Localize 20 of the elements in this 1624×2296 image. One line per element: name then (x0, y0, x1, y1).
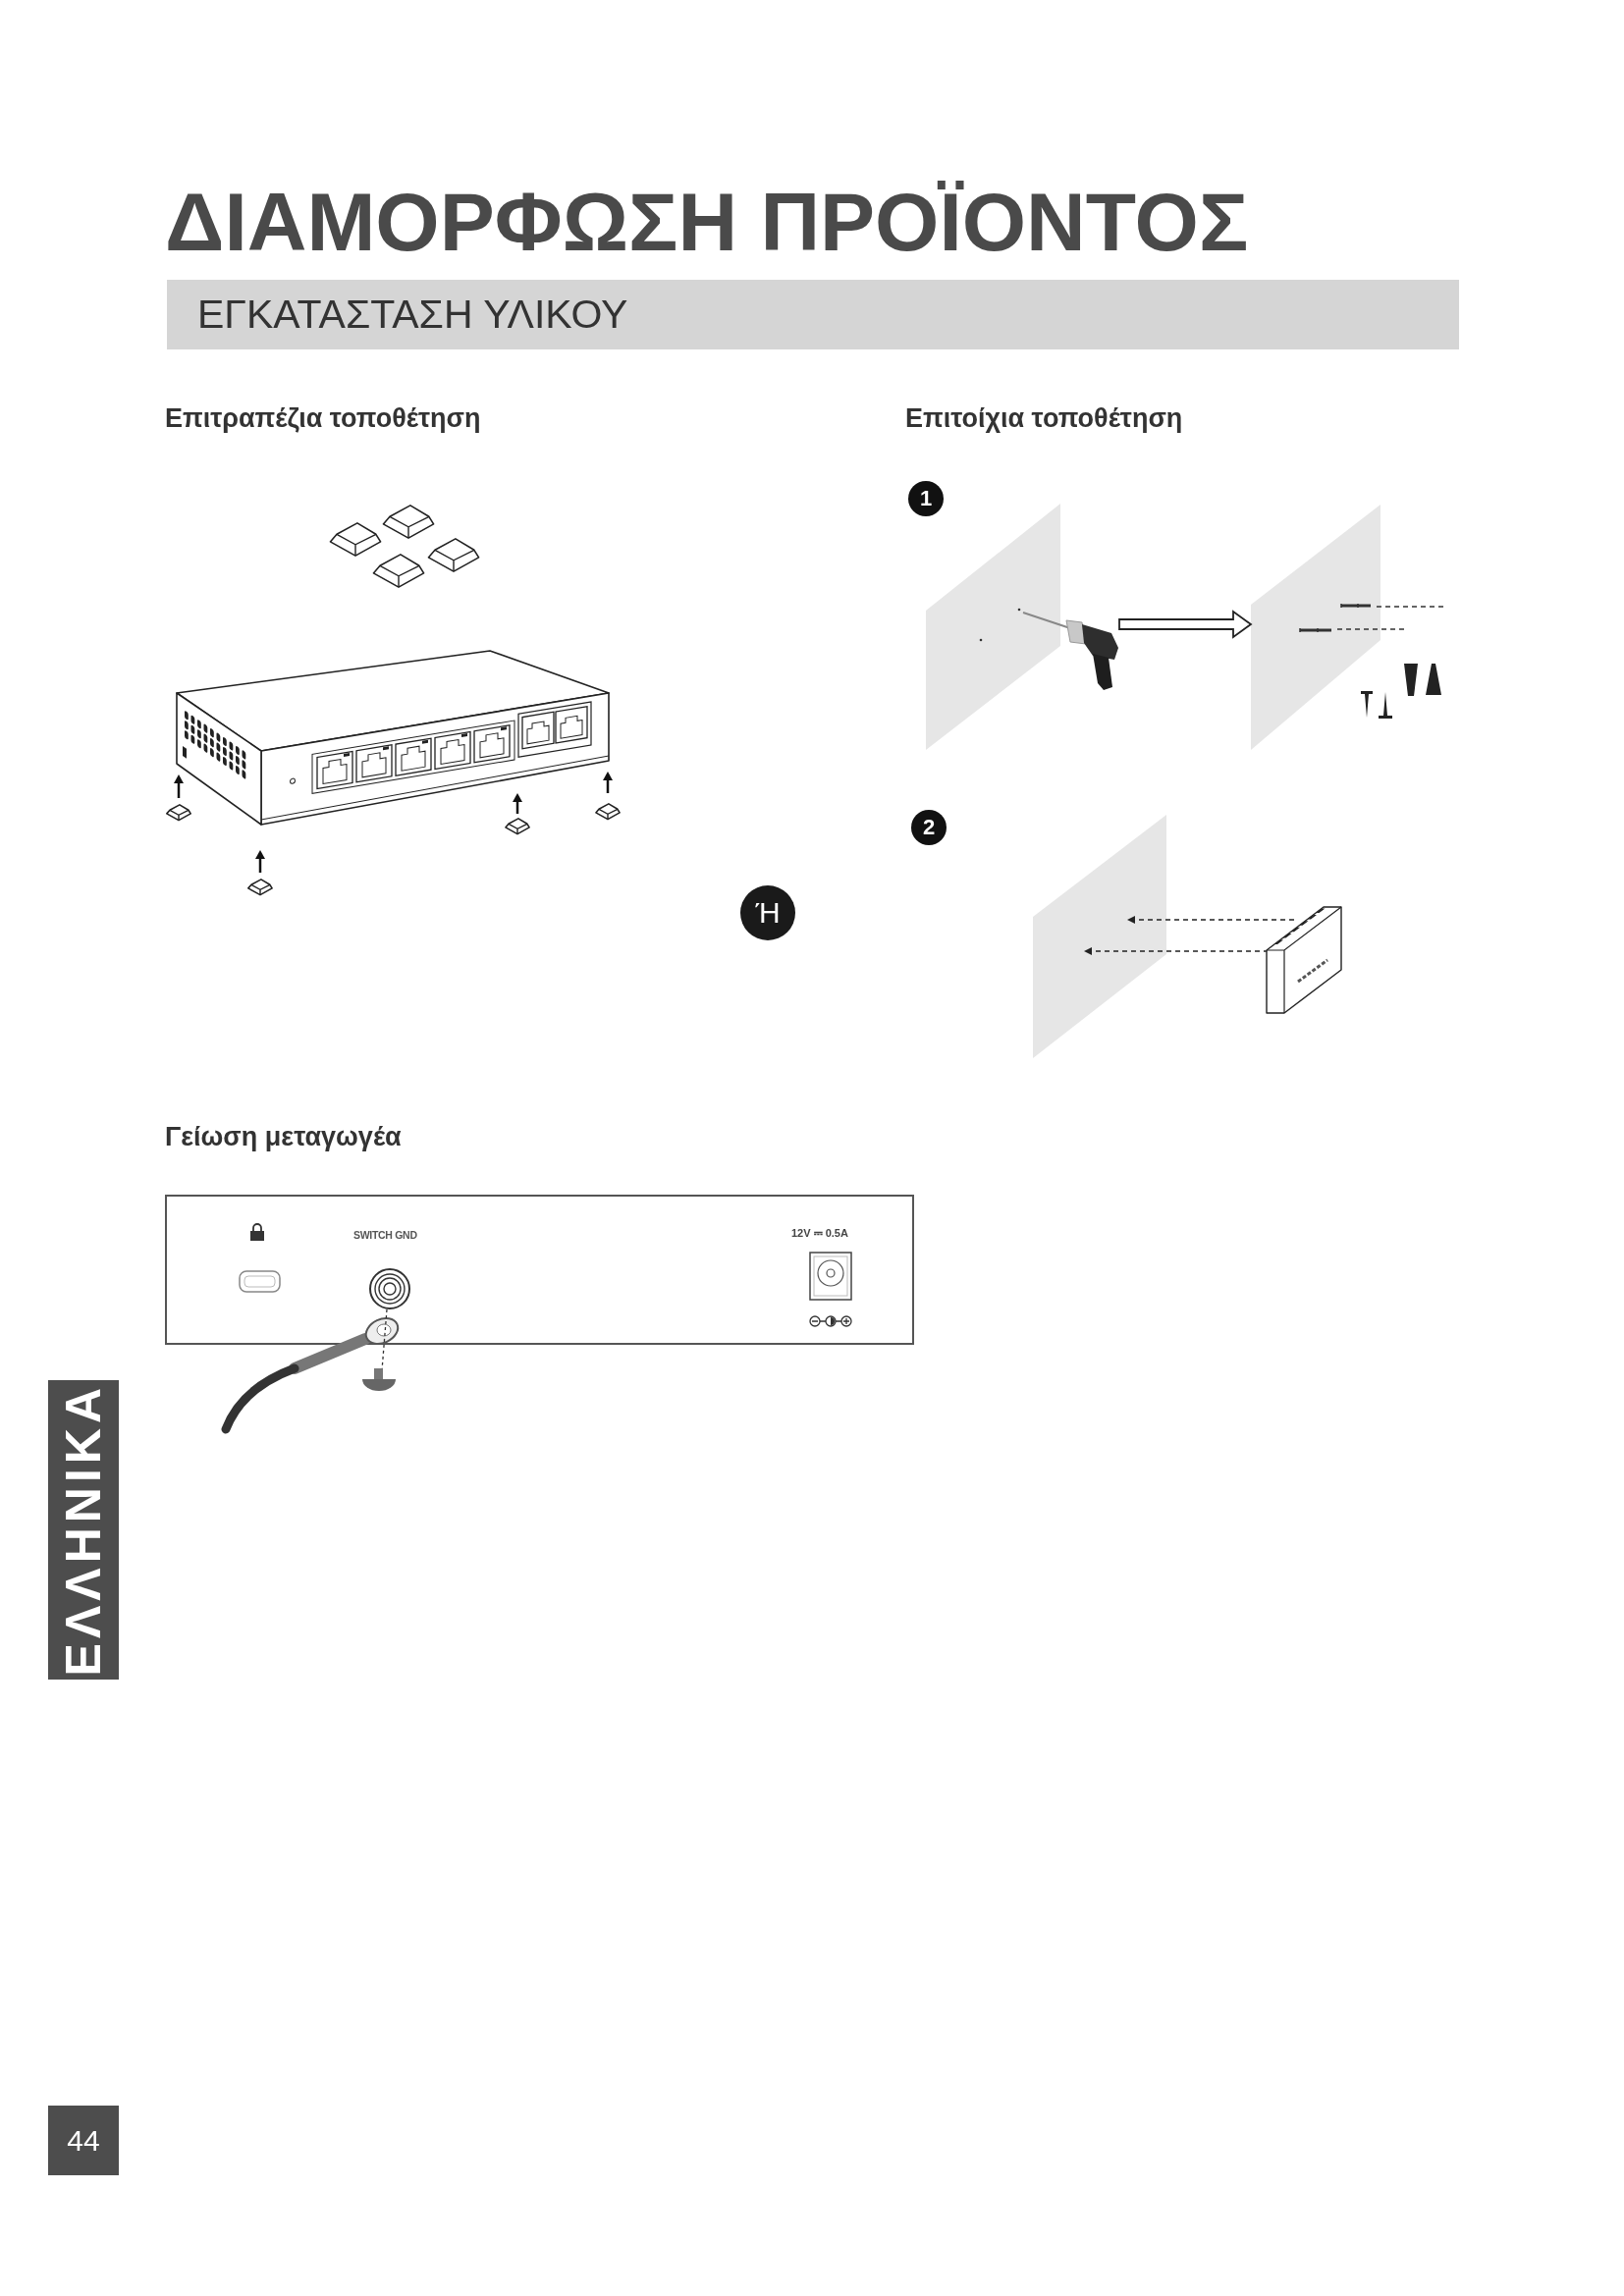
alternative-label: Ή (755, 898, 781, 928)
arrow (1118, 610, 1253, 639)
page-title: ΔΙΑΜΟΡΦΩΣΗ ΠΡΟΪΟΝΤΟΣ (165, 181, 1249, 263)
step-badge (908, 481, 944, 516)
language-label: ΕΛΛΗΝΙΚΑ (59, 1383, 108, 1677)
wall-drilling-drawing (926, 504, 1119, 752)
step-number: 1 (919, 488, 933, 509)
subheading: Επιτραπέζια τοποθέτηση (165, 403, 481, 435)
port-label: SWITCH GND (353, 1229, 417, 1242)
power-rating-label: 12V ⎓ 0.5A (791, 1227, 848, 1240)
page-number: 44 (67, 2125, 100, 2156)
step-number: 2 (922, 817, 936, 838)
section-heading: ΕΓΚΑΤΑΣΤΑΣΗ ΥΛΙΚΟΥ (196, 294, 628, 335)
alternative-badge (740, 885, 795, 940)
step-badge (911, 810, 947, 845)
section-heading-band (167, 280, 1459, 349)
page-number-box (48, 2106, 119, 2175)
language-tab (48, 1380, 119, 1680)
subheading: Γείωση μεταγωγέα (165, 1122, 402, 1153)
subheading: Επιτοίχια τοποθέτηση (905, 403, 1183, 435)
